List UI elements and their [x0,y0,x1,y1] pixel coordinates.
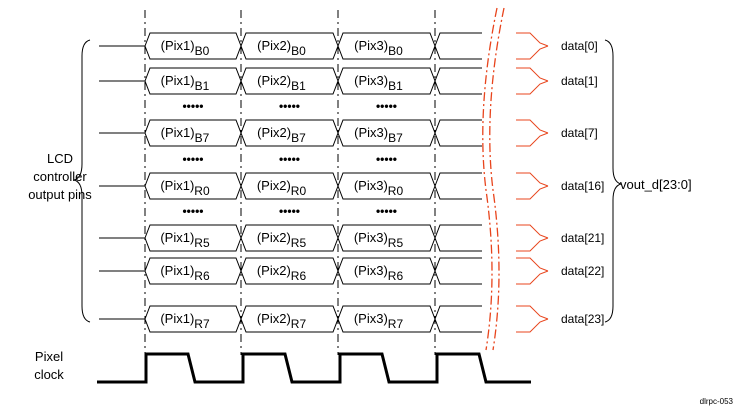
pixel-label: (Pix3)R6 [354,263,404,283]
ellipsis-dots: ••••• [279,152,300,166]
clock-edge-guides [144,10,436,355]
data-bracket: data[22] [516,257,604,285]
bus-cell [434,32,482,60]
pixel-clock-group: Pixel clock [34,349,531,384]
pixel-label: (Pix1)B0 [161,38,210,58]
pixel-clock-waveform [97,352,531,384]
bus-label: vout_d[23:0] [620,177,692,192]
data-bracket: data[1] [516,67,598,95]
data-brackets: data[0] data[1] data[7] data[16] data[21] dat… [516,32,604,333]
pixel-label: (Pix2)B1 [257,73,306,93]
ellipsis-dots: ••••• [182,152,203,166]
pixel-label: (Pix3)R0 [354,178,404,198]
data-bracket: data[21] [516,224,604,252]
data-bracket-shape [516,32,549,60]
ellipsis-dots: ••••• [279,204,300,218]
ellipsis-dots: ••••• [376,204,397,218]
clock-label-line-2: clock [34,367,64,382]
ellipsis-dots: ••••• [279,99,300,113]
bus-row: (Pix1)B7 (Pix2)B7 (Pix3)B7 [99,119,482,147]
data-bracket: data[23] [516,305,604,333]
pixel-label: (Pix2)B7 [257,125,306,145]
data-bracket-shape [516,257,549,285]
data-bracket-shape [516,119,549,147]
data-bracket-shape [516,224,549,252]
pixel-label: (Pix1)B1 [161,73,210,93]
pixel-label: (Pix3)R5 [354,230,404,250]
break-mark-right [489,7,505,351]
data-label: data[21] [561,231,604,245]
pixel-label: (Pix2)R6 [257,263,307,283]
bus-cell [434,305,482,333]
data-label: data[16] [561,179,604,193]
ellipsis-dots: ••••• [182,99,203,113]
bus-row: (Pix1)R6 (Pix2)R6 (Pix3)R6 [99,257,482,285]
data-label: data[23] [561,312,604,326]
clock-label-line-1: Pixel [35,349,63,364]
data-bracket-shape [516,67,549,95]
pixel-label: (Pix3)B0 [354,38,403,58]
pins-label-line-2: controller [33,169,87,184]
bus-label-group: vout_d[23:0] [604,39,692,323]
bus-row: (Pix1)B0 (Pix2)B0 (Pix3)B0 [99,32,482,60]
pixel-label: (Pix3)B1 [354,73,403,93]
bus-row: (Pix1)R0 (Pix2)R0 (Pix3)R0 [99,172,482,200]
pixel-label: (Pix3)B7 [354,125,403,145]
pins-bracket [73,39,91,323]
pins-label-line-1: LCD [47,151,73,166]
data-label: data[1] [561,74,598,88]
ellipsis-dots: ••••• [376,152,397,166]
bus-row: (Pix1)R5 (Pix2)R5 (Pix3)R5 [99,224,482,252]
pixel-label: (Pix1)R7 [160,311,210,331]
pixel-label: (Pix1)B7 [161,125,210,145]
data-label: data[7] [561,126,598,140]
bus-bracket [604,39,622,323]
bus-cell [434,257,482,285]
data-bracket-shape [516,305,549,333]
break-marks [482,7,505,351]
bus-cell [434,224,482,252]
pixel-label: (Pix2)B0 [257,38,306,58]
bus-row: (Pix1)R7 (Pix2)R7 (Pix3)R7 [99,305,482,333]
bus-cell [434,67,482,95]
bus-row: (Pix1)B1 (Pix2)B1 (Pix3)B1 [99,67,482,95]
ellipsis-rows: ••••• ••••• ••••• ••••• ••••• ••••• ••••• •••••… [182,99,397,218]
pins-label-group: LCD controller output pins [28,39,92,323]
ellipsis-dots: ••••• [376,99,397,113]
pins-label-line-3: output pins [28,187,92,202]
bus-rows: (Pix1)B0 (Pix2)B0 (Pix3)B0 (Pix1)B1 (Pix2)B1… [99,32,482,333]
data-bracket: data[16] [516,172,604,200]
pixel-label: (Pix1)R6 [160,263,210,283]
pixel-label: (Pix1)R0 [160,178,210,198]
data-bracket: data[0] [516,32,598,60]
break-mark-left [482,7,498,351]
pixel-label: (Pix2)R7 [257,311,307,331]
data-bracket-shape [516,172,549,200]
bus-cell [434,172,482,200]
bus-cell [434,119,482,147]
pixel-label: (Pix3)R7 [354,311,404,331]
pixel-label: (Pix2)R0 [257,178,307,198]
data-bracket: data[7] [516,119,598,147]
pixel-label: (Pix2)R5 [257,230,307,250]
ellipsis-dots: ••••• [182,204,203,218]
data-label: data[22] [561,264,604,278]
pixel-label: (Pix1)R5 [160,230,210,250]
figure-id: dlrpc-053 [700,397,734,406]
data-label: data[0] [561,39,598,53]
